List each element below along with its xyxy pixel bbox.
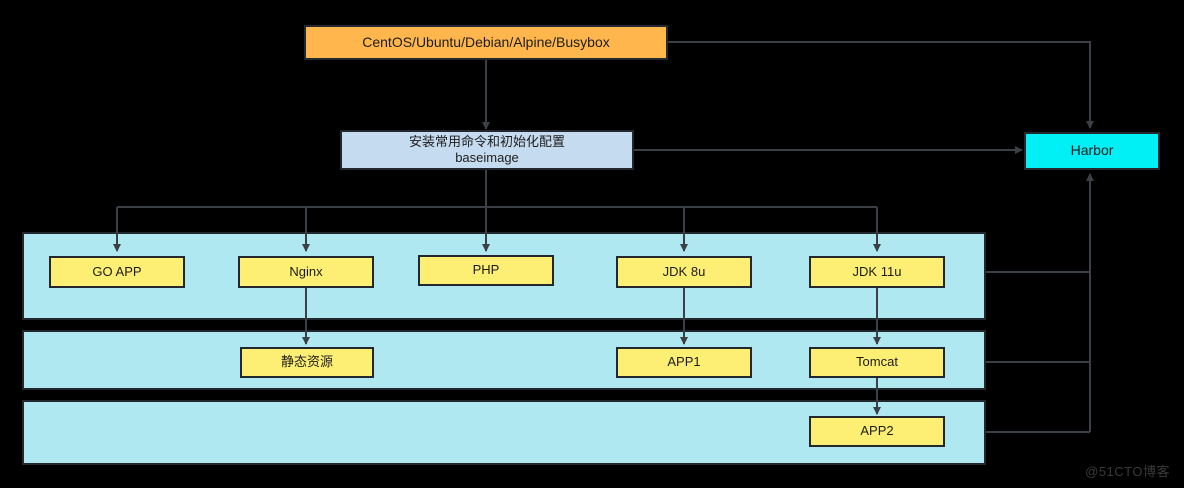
layer1-label-jdk-11u: JDK 11u <box>852 263 902 279</box>
layer1-box-go-app[interactable]: GO APP <box>49 256 185 288</box>
layer2-box-app1[interactable]: APP1 <box>616 347 752 378</box>
layer2-box-static-resources[interactable]: 静态资源 <box>240 347 374 378</box>
layer2-label-app1: APP1 <box>667 354 701 370</box>
layer1-box-php[interactable]: PHP <box>418 255 554 286</box>
harbor-label: Harbor <box>1070 142 1114 159</box>
layer1-box-nginx[interactable]: Nginx <box>238 256 374 288</box>
layer2-label-tomcat: Tomcat <box>856 354 898 370</box>
harbor-registry-box[interactable]: Harbor <box>1024 132 1160 170</box>
baseimage-label-line2: baseimage <box>455 150 519 165</box>
layer1-label-jdk-8u: JDK 8u <box>662 263 706 279</box>
watermark: @51CTO博客 <box>1085 464 1170 479</box>
layer1-box-jdk-11u[interactable]: JDK 11u <box>809 256 945 288</box>
layer3-label-app2: APP2 <box>860 423 894 439</box>
os-base-image-box[interactable]: CentOS/Ubuntu/Debian/Alpine/Busybox <box>304 25 668 60</box>
layer1-label-nginx: Nginx <box>289 263 323 279</box>
layer1-box-jdk-8u[interactable]: JDK 8u <box>616 256 752 288</box>
os-base-image-label: CentOS/Ubuntu/Debian/Alpine/Busybox <box>362 33 610 50</box>
layer3-box-app2[interactable]: APP2 <box>809 416 945 447</box>
layer1-label-php: PHP <box>472 262 500 278</box>
baseimage-box[interactable]: 安装常用命令和初始化配置 baseimage <box>340 130 634 170</box>
layer2-label-static-resources: 静态资源 <box>280 354 333 370</box>
layer1-label-go-app: GO APP <box>92 263 142 279</box>
baseimage-label-line1: 安装常用命令和初始化配置 <box>408 133 565 149</box>
layer2-box-tomcat[interactable]: Tomcat <box>809 347 945 378</box>
